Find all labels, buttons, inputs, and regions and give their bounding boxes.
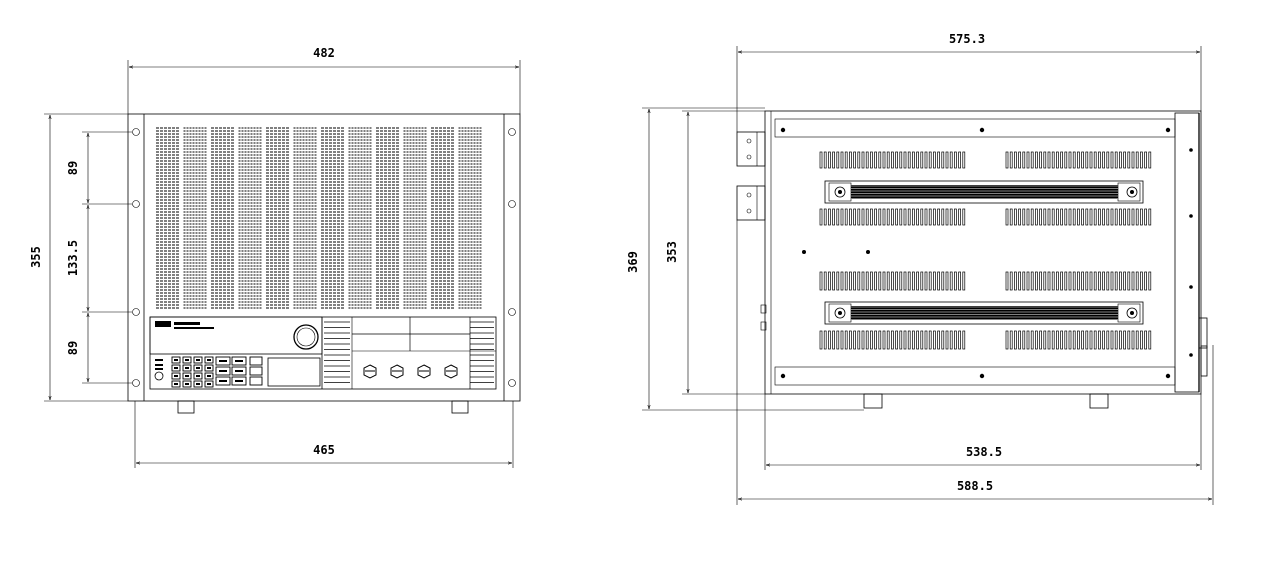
- side-view: 575.3 538.5 588.5 369 353: [626, 32, 1214, 505]
- dim-mount-spacing: 89 133.5 89: [66, 131, 132, 384]
- dim-label-mount-top: 89: [66, 161, 80, 175]
- side-rear-foot: [1089, 393, 1109, 409]
- side-vent-slots: [819, 151, 1152, 350]
- dim-label-mount-middle: 133.5: [66, 240, 80, 276]
- side-handle-top: [824, 180, 1144, 204]
- front-right-foot: [451, 400, 469, 414]
- dim-label-side-body-height: 353: [665, 241, 679, 263]
- bottom-rail: [774, 366, 1176, 386]
- rack-mount-holes: [132, 128, 516, 387]
- side-screws: [780, 127, 1193, 379]
- power-button-icon: [154, 371, 164, 381]
- terminal-icon: [444, 364, 458, 379]
- terminal-icon: [417, 364, 431, 379]
- dim-label-overall-depth: 575.3: [949, 32, 985, 46]
- side-body-outline: [764, 110, 1202, 395]
- dim-label-body-depth: 538.5: [966, 445, 1002, 459]
- control-panel: [149, 316, 497, 390]
- dim-label-overall-width: 482: [313, 46, 335, 60]
- dim-label-side-overall-height: 369: [626, 251, 640, 273]
- dim-overall-depth: 575.3: [736, 32, 1202, 132]
- brand-logo: [155, 321, 171, 327]
- dim-overall-width: 482: [127, 46, 521, 114]
- dim-label-body-width: 465: [313, 443, 335, 457]
- dim-label-total-depth: 588.5: [957, 479, 993, 493]
- dim-body-depth: 538.5: [764, 394, 1202, 470]
- terminal-icon: [390, 364, 404, 379]
- dim-side-overall-height: 369: [626, 107, 864, 411]
- keypad: [171, 356, 263, 388]
- front-vent-grille: [156, 127, 482, 309]
- terminal-panel: [324, 317, 494, 389]
- dim-side-body-height: 353: [665, 110, 765, 395]
- top-rail: [774, 118, 1176, 138]
- side-front-foot: [863, 393, 883, 409]
- dim-overall-height: 355: [29, 113, 128, 402]
- dim-label-mount-bottom: 89: [66, 341, 80, 355]
- rack-ear-brackets: [736, 131, 766, 221]
- rear-panel: [1174, 112, 1200, 393]
- rear-connector: [1198, 317, 1208, 349]
- terminal-icon: [363, 364, 377, 379]
- front-left-foot: [177, 400, 195, 414]
- dim-body-width: 465: [134, 401, 514, 468]
- rotary-knob: [293, 324, 319, 350]
- side-handle-bottom: [824, 301, 1144, 325]
- dim-total-depth: 588.5: [736, 220, 1214, 505]
- dim-label-overall-height: 355: [29, 246, 43, 268]
- front-view: 482 465 355 89 133.5 89: [29, 46, 521, 468]
- lcd-display: [267, 357, 321, 387]
- front-outline: [127, 113, 521, 402]
